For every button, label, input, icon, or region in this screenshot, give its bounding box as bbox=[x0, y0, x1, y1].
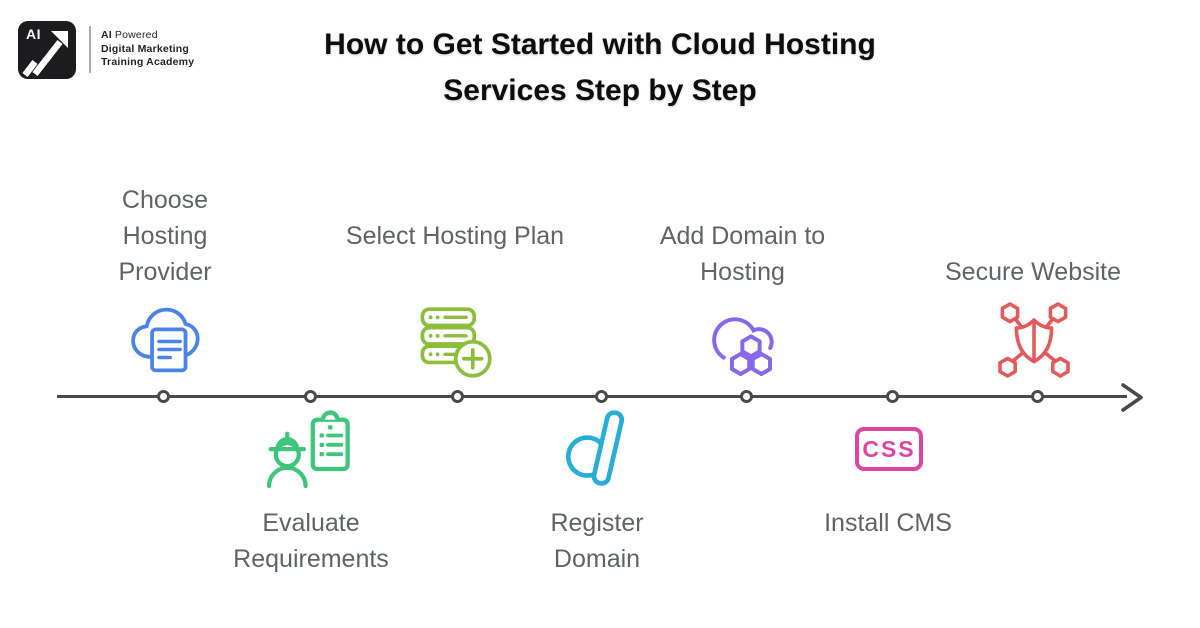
step-label-install-cms: Install CMS bbox=[824, 509, 952, 537]
step-label-evaluate-requirements: Evaluate Requirements bbox=[233, 509, 389, 573]
timeline-node bbox=[595, 390, 608, 403]
step-label-select-hosting-plan: Select Hosting Plan bbox=[345, 222, 565, 250]
page-title-line1: How to Get Started with Cloud Hosting bbox=[324, 28, 876, 61]
timeline-node bbox=[157, 390, 170, 403]
timeline-node bbox=[304, 390, 317, 403]
timeline-node bbox=[1031, 390, 1044, 403]
timeline-node bbox=[451, 390, 464, 403]
step-label-secure-website: Secure Website bbox=[944, 258, 1121, 286]
step-label-choose-hosting-provider: Choose Hosting Provider bbox=[118, 186, 212, 286]
server-stack-plus-icon bbox=[418, 304, 492, 378]
page-title: How to Get Started with Cloud Hosting Se… bbox=[0, 22, 1200, 114]
shield-network-icon bbox=[994, 300, 1074, 380]
css-box-text: CSS bbox=[862, 435, 916, 462]
logo-badge-text: AI bbox=[26, 26, 41, 42]
logo-divider bbox=[89, 26, 91, 73]
ai-logo-icon: AI bbox=[18, 21, 76, 79]
engineer-clipboard-icon bbox=[259, 407, 353, 492]
step-label-add-domain-to-hosting: Add Domain to Hosting bbox=[659, 222, 826, 286]
timeline-arrow-icon bbox=[1121, 383, 1143, 412]
cloud-hexagons-icon bbox=[703, 300, 783, 380]
css-box-icon: CSS bbox=[855, 427, 923, 471]
timeline-node bbox=[740, 390, 753, 403]
timeline-line bbox=[57, 395, 1127, 399]
arrow-up-icon bbox=[22, 31, 68, 77]
timeline-node bbox=[886, 390, 899, 403]
domain-registrar-icon bbox=[564, 409, 630, 487]
cloud-document-icon bbox=[127, 302, 203, 378]
step-label-register-domain: Register Domain bbox=[550, 509, 644, 573]
page-title-line2: Services Step by Step bbox=[443, 74, 757, 107]
